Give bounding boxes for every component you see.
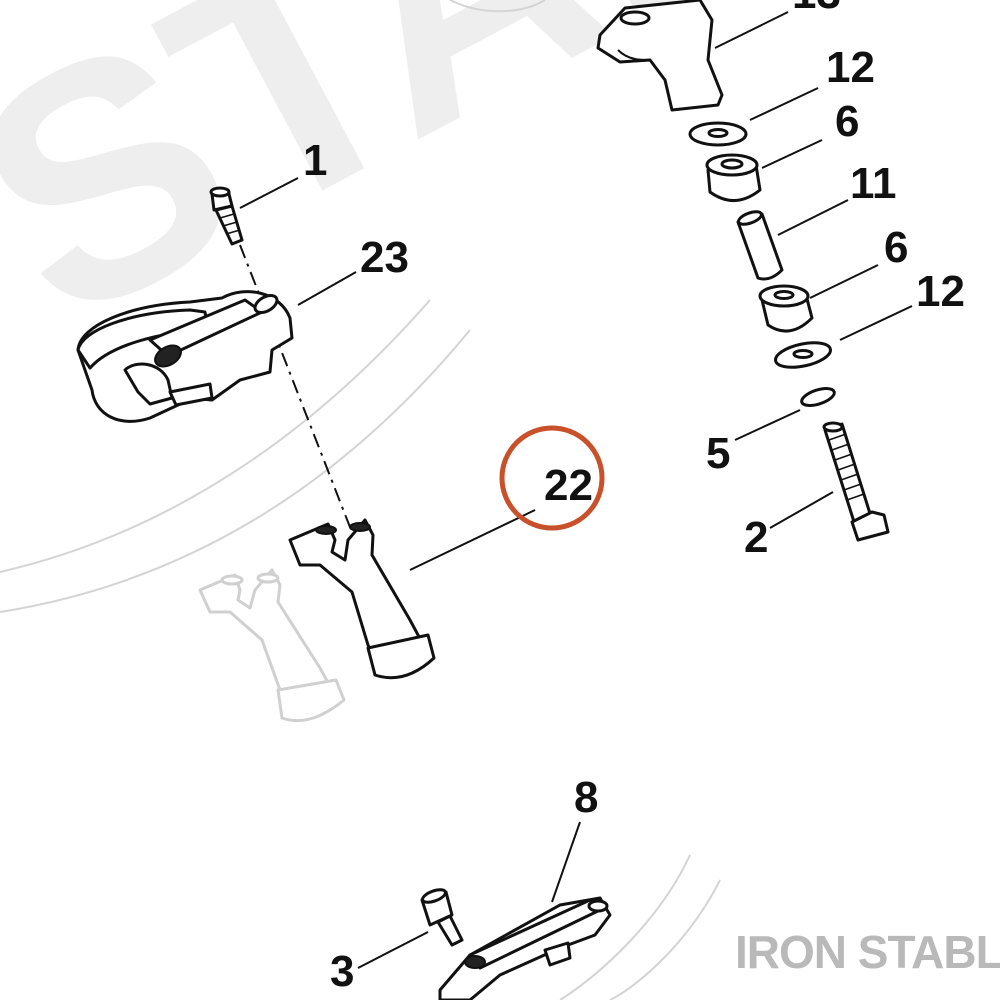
callout-6-upper: 6 bbox=[835, 97, 859, 146]
part-6-bushing-upper bbox=[705, 153, 762, 202]
brand-label: IRON STABLE bbox=[735, 926, 1000, 978]
callout-22: 22 bbox=[544, 461, 593, 510]
callout-13: 13 bbox=[792, 0, 841, 18]
part-12-washer-lower bbox=[774, 341, 832, 369]
leader-8 bbox=[551, 821, 581, 903]
highlight-circle bbox=[499, 425, 605, 531]
handlebar-outline bbox=[0, 0, 721, 1000]
top-arc bbox=[449, 0, 546, 13]
handlebar-arc-inner bbox=[0, 299, 431, 573]
callout-6-lower: 6 bbox=[884, 223, 908, 272]
leader-22 bbox=[409, 509, 536, 571]
ghost-riser bbox=[198, 568, 346, 723]
part-23-clamp bbox=[76, 290, 294, 423]
leader-12-upper bbox=[749, 87, 819, 121]
part-3-screw bbox=[420, 888, 464, 947]
leader-3 bbox=[357, 931, 429, 969]
part-11-sleeve bbox=[736, 210, 784, 281]
part-12-washer-upper bbox=[688, 121, 748, 147]
leader-11 bbox=[777, 199, 849, 236]
part-13-riser-top bbox=[596, 0, 724, 112]
part-5-lock-washer bbox=[800, 387, 836, 407]
handlebar-arc-outer bbox=[0, 329, 471, 613]
callout-11: 11 bbox=[850, 159, 897, 208]
part-22-riser bbox=[288, 518, 436, 680]
part-2-bolt bbox=[822, 421, 890, 542]
part-6-bushing-lower bbox=[758, 284, 814, 333]
alignment-line bbox=[239, 244, 356, 541]
leader-23 bbox=[297, 271, 357, 306]
lower-arc-outer bbox=[609, 879, 721, 1000]
part-8-lower-clamp bbox=[438, 896, 612, 1000]
callout-labels: 13 12 6 11 6 12 5 2 1 23 22 8 3 bbox=[303, 0, 965, 996]
leader-6-lower bbox=[809, 264, 879, 299]
leader-5 bbox=[734, 409, 801, 441]
callout-2: 2 bbox=[744, 513, 768, 562]
callout-3: 3 bbox=[330, 947, 354, 996]
leader-lines bbox=[239, 11, 913, 969]
callout-5: 5 bbox=[706, 429, 730, 478]
leader-1 bbox=[239, 177, 299, 209]
leader-13 bbox=[714, 11, 789, 49]
lower-arc-inner bbox=[559, 854, 691, 1000]
callout-8: 8 bbox=[574, 773, 598, 822]
callout-12-upper: 12 bbox=[826, 43, 875, 92]
callout-1: 1 bbox=[303, 136, 327, 185]
callout-12-lower: 12 bbox=[916, 267, 965, 316]
part-1-screw bbox=[209, 186, 244, 246]
leader-2 bbox=[769, 491, 834, 529]
leader-12-lower bbox=[839, 305, 913, 341]
leader-6-upper bbox=[761, 139, 823, 169]
callout-23: 23 bbox=[360, 233, 409, 282]
